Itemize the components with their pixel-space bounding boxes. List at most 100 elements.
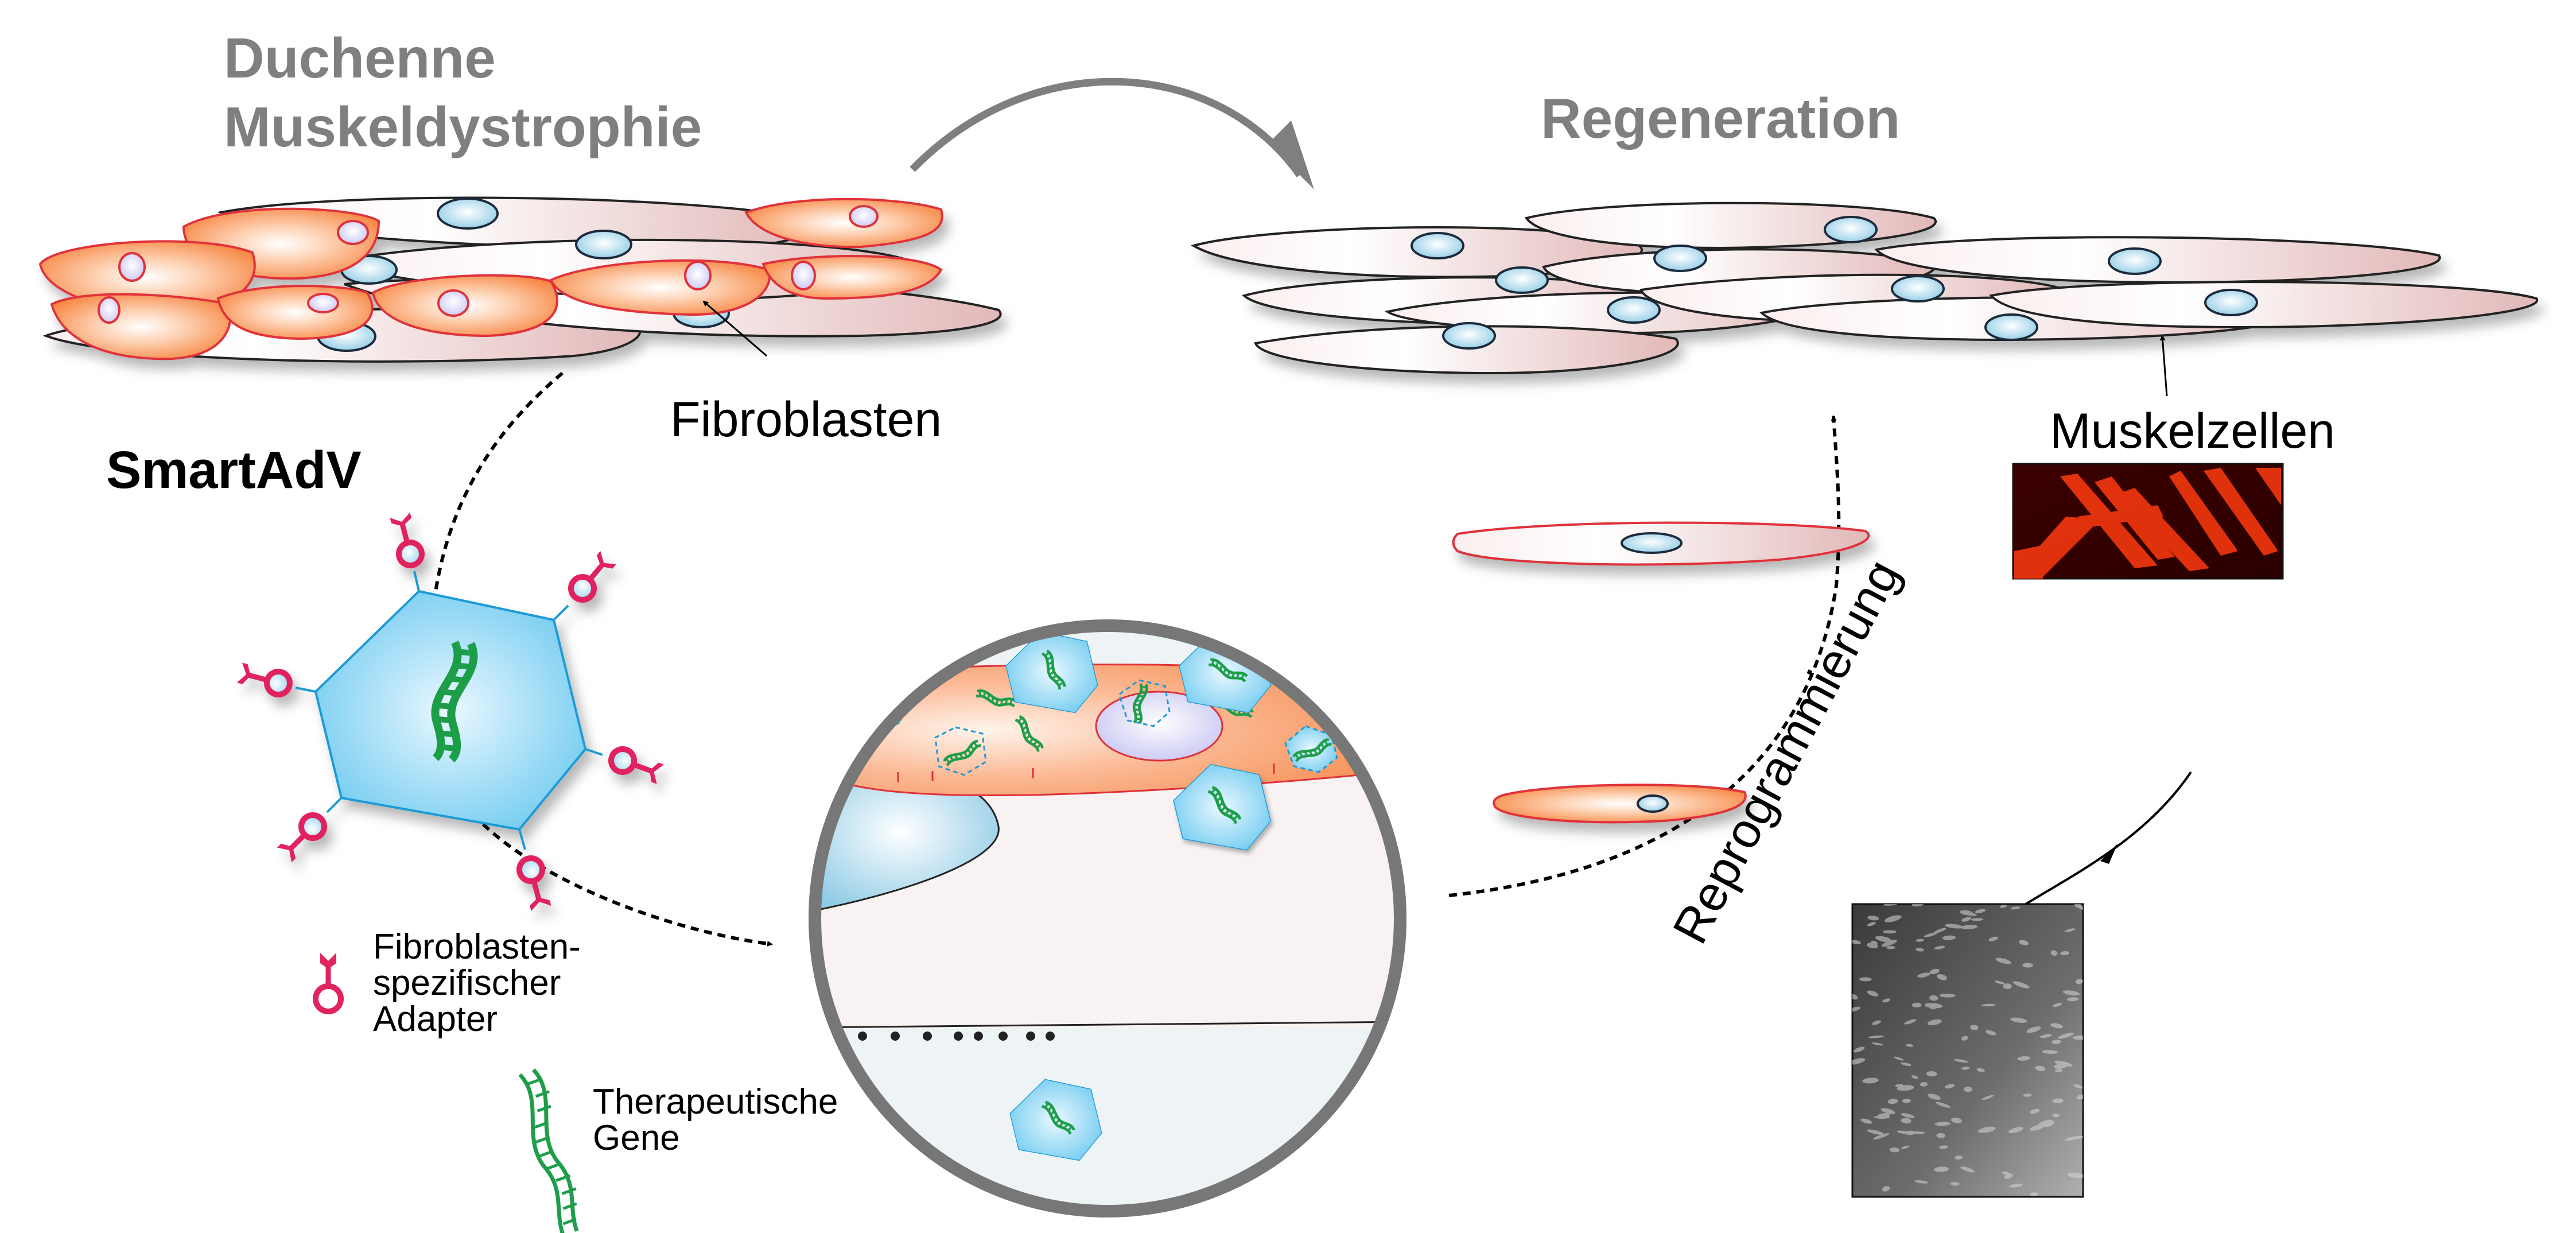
cell-texture [1928, 1094, 1941, 1100]
cell-texture [1960, 1166, 1975, 1173]
cell-texture [1873, 1133, 1890, 1140]
cell-texture [2050, 1023, 2063, 1029]
cell-texture [1939, 1145, 1948, 1149]
phase-contrast-micrograph [1851, 903, 2084, 1198]
cell-texture [1852, 940, 1861, 945]
cell-texture [1871, 1042, 1883, 1046]
cell-texture [2010, 906, 2021, 910]
cell-texture [1867, 922, 1876, 926]
cell-texture [1977, 1126, 1996, 1133]
cell-texture [2030, 1192, 2038, 1196]
cell-texture [1904, 1019, 1917, 1025]
cell-texture [1939, 993, 1956, 998]
particle-top-left [1005, 631, 1098, 714]
cell-texture [1924, 1003, 1943, 1009]
disease-title-line2: Muskeldystrophie [224, 95, 702, 158]
receptor-row [858, 1032, 1055, 1041]
cell-texture [1945, 1084, 1955, 1089]
cell-texture [1960, 925, 1978, 929]
magnifier-ring [809, 619, 1406, 1218]
muscle-cell-pointer [2159, 335, 2168, 397]
cell-texture [2060, 951, 2069, 956]
cell-texture [2042, 1050, 2058, 1054]
cell-texture [1999, 905, 2007, 908]
cell-texture [2052, 1114, 2060, 1118]
cell-texture [1884, 915, 1902, 922]
dashed-path-to-zoom [463, 802, 773, 947]
reprogramming-label: Reprogrammierung [1662, 551, 1911, 952]
cell-texture [1955, 1156, 1963, 1160]
cell-texture [1911, 1075, 1918, 1079]
cell-texture [1927, 1019, 1942, 1026]
legend-gene-line2: Gene [593, 1118, 680, 1158]
cell-texture [2064, 928, 2076, 932]
cell-texture [1934, 945, 1945, 950]
cell-texture [1945, 924, 1963, 929]
cell-texture [2050, 950, 2058, 956]
cell-texture [1988, 936, 1998, 941]
adapter-icon [517, 856, 553, 912]
cell-texture [2003, 983, 2012, 990]
reprogramming-path [1448, 415, 1841, 897]
cell-texture [2052, 1098, 2064, 1103]
cell-texture [2066, 1135, 2083, 1140]
cell-texture [2066, 997, 2079, 1002]
cell-texture [1934, 928, 1946, 933]
cell-texture [1882, 940, 1897, 947]
cell-texture [1926, 1071, 1937, 1077]
cell-texture [1867, 916, 1879, 921]
cell-texture [1852, 1058, 1866, 1065]
legend-adapter-line3: Adapter [373, 999, 498, 1039]
cell-texture [2012, 981, 2030, 988]
legend-item-adapter: Fibroblasten- spezifischer Adapter [313, 927, 581, 1039]
cell-texture [1971, 918, 1983, 921]
legend-gene-line1: Therapeutische [593, 1082, 838, 1122]
cell-texture [2010, 1017, 2027, 1023]
cell-texture [1870, 940, 1878, 946]
cell-texture [1936, 1133, 1945, 1138]
fluorescence-micrograph [2012, 463, 2284, 580]
gene-icon [518, 1068, 579, 1233]
cell-texture [2039, 1034, 2052, 1038]
cell-texture [1961, 917, 1972, 922]
cell-texture [2054, 1069, 2063, 1072]
cell-texture [1924, 932, 1938, 937]
smartadv-particle [236, 512, 664, 912]
cell-texture [1872, 1020, 1882, 1025]
cell-texture [1893, 1056, 1904, 1061]
cell-texture [1901, 1063, 1911, 1066]
cell-texture [1875, 936, 1892, 943]
cell-texture [2008, 1127, 2023, 1133]
cell-texture [2004, 1173, 2013, 1179]
adapter-icon [276, 811, 329, 863]
cell-texture [2076, 1094, 2083, 1100]
cell-texture [2054, 1060, 2073, 1067]
cell-texture [1852, 1006, 1861, 1013]
cell-texture [2017, 1056, 2030, 1061]
cell-texture [1911, 1002, 1922, 1008]
micrograph-connector [2025, 771, 2192, 905]
cell-texture [2030, 1108, 2040, 1114]
adapter-icon [389, 512, 425, 568]
cell-texture [1950, 1182, 1960, 1186]
cell-texture [2035, 1065, 2046, 1071]
cell-texture [2052, 1003, 2062, 1007]
cell-texture [1911, 904, 1924, 907]
cell-texture [1937, 974, 1947, 980]
cell-texture [1852, 993, 1858, 1000]
adapter-icon [608, 746, 664, 785]
cell-texture [2067, 1173, 2083, 1178]
cell-texture [2022, 963, 2034, 968]
cell-texture [2073, 1084, 2083, 1089]
cell-texture [1929, 995, 1938, 1001]
cell-texture [1887, 1099, 1898, 1104]
cell-texture [1906, 1044, 1914, 1047]
adapter-icon [566, 550, 617, 605]
regenerated-tissue [1190, 201, 2539, 375]
cell-texture [1914, 1180, 1928, 1184]
cell-texture [1889, 1147, 1900, 1153]
cell-texture [1901, 1145, 1910, 1149]
legend: Fibroblasten- spezifischer Adapter Thera… [313, 927, 838, 1233]
cell-texture [2072, 1035, 2083, 1040]
